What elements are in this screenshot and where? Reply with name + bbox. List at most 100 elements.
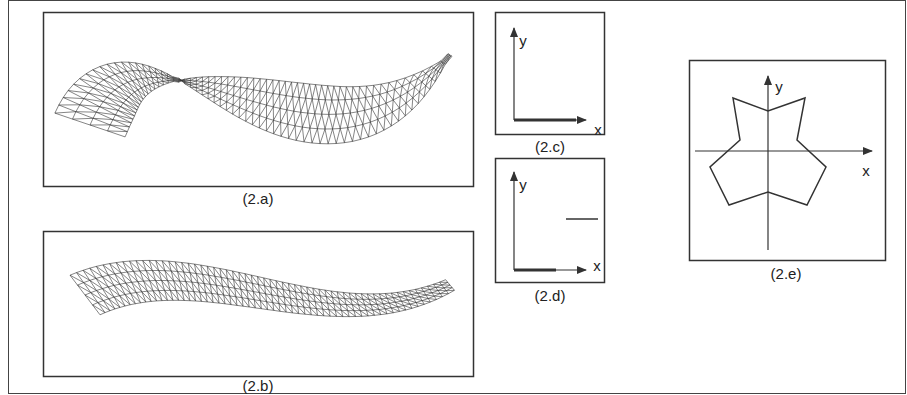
mesh-line: [232, 105, 234, 114]
mesh-line: [90, 280, 97, 290]
mesh-line: [442, 285, 444, 288]
mesh-line: [449, 54, 450, 56]
mesh-line: [384, 126, 391, 130]
mesh-line: [153, 290, 159, 291]
mesh-line: [273, 93, 280, 94]
mesh-line: [448, 53, 449, 55]
mesh-line: [233, 108, 240, 115]
mesh-line: [154, 82, 159, 83]
mesh-line: [418, 92, 419, 104]
mesh-line: [214, 83, 215, 90]
mesh-line: [208, 96, 214, 99]
mesh-line: [383, 304, 391, 308]
mesh-line: [395, 301, 401, 302]
mesh-line: [349, 316, 355, 317]
mesh-line: [91, 293, 98, 303]
mesh-line: [393, 100, 399, 108]
mesh-line: [430, 300, 436, 303]
mesh-line: [239, 118, 246, 122]
panel-caption: (2.a): [243, 191, 274, 206]
mesh-line: [343, 113, 350, 115]
mesh-line: [385, 112, 392, 116]
mesh-line: [125, 305, 130, 306]
mesh-line: [240, 87, 242, 97]
mesh-line: [133, 71, 137, 80]
mesh-line: [344, 128, 347, 143]
mesh-line: [220, 107, 226, 111]
mesh-line: [253, 101, 260, 103]
mesh-line: [359, 97, 366, 98]
mesh-line: [288, 124, 295, 126]
mesh-line: [310, 114, 315, 128]
mesh-line: [208, 88, 214, 90]
mesh-line: [322, 114, 329, 115]
mesh-line: [450, 285, 452, 288]
mesh-line: [276, 281, 283, 290]
mesh-line: [419, 92, 424, 97]
mesh-line: [133, 116, 135, 119]
mesh-line: [395, 302, 403, 305]
mesh-line: [196, 84, 202, 86]
mesh-line: [340, 127, 348, 129]
mesh-line: [90, 124, 110, 125]
mesh-line: [240, 108, 247, 111]
mesh-line: [387, 83, 389, 93]
mesh-line: [247, 77, 253, 79]
bold-segment: [566, 218, 598, 220]
mesh-line: [400, 86, 402, 96]
mesh-line: [267, 118, 274, 120]
mesh-line: [83, 270, 96, 278]
mesh-line: [107, 97, 123, 103]
mesh-line: [123, 100, 126, 103]
mesh-line: [366, 310, 374, 315]
mesh-line: [315, 113, 322, 114]
mesh-line: [168, 80, 173, 82]
mesh-line: [147, 291, 156, 301]
mesh-line: [202, 95, 208, 99]
mesh-line: [234, 87, 241, 95]
mesh-line: [337, 316, 343, 317]
mesh-line: [168, 280, 174, 281]
mesh-line: [402, 78, 405, 86]
mesh-line: [340, 129, 344, 143]
mesh-line: [136, 63, 145, 71]
mesh-line: [267, 79, 273, 81]
mesh-line: [302, 127, 304, 142]
mesh-line: [403, 292, 411, 295]
mesh-line: [132, 282, 137, 292]
mesh-line: [135, 90, 138, 92]
mesh-line: [427, 284, 433, 286]
mesh-line: [325, 100, 329, 115]
mesh-line: [152, 78, 158, 83]
mesh-line: [138, 105, 139, 108]
mesh-line: [259, 118, 266, 128]
mesh-line: [286, 96, 293, 97]
mesh-line: [196, 77, 202, 79]
mesh-line: [293, 97, 294, 112]
mesh-line: [348, 113, 351, 128]
mesh-line: [418, 304, 424, 306]
mesh-line: [110, 264, 115, 274]
mesh-line: [285, 81, 291, 83]
mesh-line: [367, 86, 373, 96]
mesh-line: [147, 78, 154, 83]
mesh-line: [151, 89, 155, 91]
mesh-line: [316, 85, 319, 100]
mesh-line: [127, 271, 133, 273]
mesh-line: [384, 116, 385, 130]
mesh-line: [111, 90, 115, 93]
mesh-line: [377, 304, 385, 309]
mesh-line: [286, 82, 291, 96]
mesh-line: [361, 137, 369, 139]
mesh-line: [234, 96, 241, 98]
mesh-line: [381, 299, 389, 303]
mesh-line: [389, 83, 395, 90]
mesh-line: [260, 103, 267, 105]
mesh-line: [426, 293, 432, 295]
mesh-line: [348, 126, 356, 127]
mesh-line: [296, 127, 302, 140]
mesh-line: [77, 270, 84, 272]
mesh-line: [159, 270, 165, 271]
mesh-line: [102, 289, 108, 299]
mesh-line: [289, 139, 297, 141]
